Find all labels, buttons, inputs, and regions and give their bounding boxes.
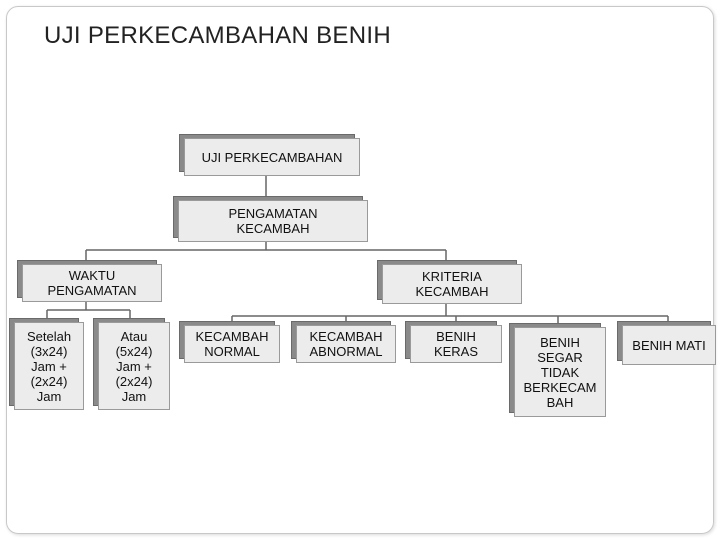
node-setelah: Setelah (3x24) Jam + (2x24) Jam <box>14 322 84 410</box>
node-label: WAKTU PENGAMATAN <box>47 268 137 298</box>
node-atau: Atau (5x24) Jam + (2x24) Jam <box>98 322 170 410</box>
node-kriteria-kecambah: KRITERIA KECAMBAH <box>382 264 522 304</box>
slide-frame <box>6 6 714 534</box>
node-label: BENIH SEGAR TIDAK BERKECAM BAH <box>523 334 597 410</box>
node-label: Atau (5x24) Jam + (2x24) Jam <box>115 328 153 404</box>
node-benih-mati: BENIH MATI <box>622 325 716 365</box>
node-benih-keras: BENIH KERAS <box>410 325 502 363</box>
node-label: BENIH MATI <box>632 337 706 353</box>
node-waktu-pengamatan: WAKTU PENGAMATAN <box>22 264 162 302</box>
node-label: BENIH KERAS <box>433 329 479 359</box>
node-kecambah-normal: KECAMBAH NORMAL <box>184 325 280 363</box>
node-label: KRITERIA KECAMBAH <box>415 269 489 299</box>
node-kecambah-abnormal: KECAMBAH ABNORMAL <box>296 325 396 363</box>
node-benih-segar-tidak-berkecambah: BENIH SEGAR TIDAK BERKECAM BAH <box>514 327 606 417</box>
node-label: KECAMBAH ABNORMAL <box>309 329 383 359</box>
node-pengamatan-kecambah: PENGAMATAN KECAMBAH <box>178 200 368 242</box>
node-label: PENGAMATAN KECAMBAH <box>228 206 318 236</box>
node-label: Setelah (3x24) Jam + (2x24) Jam <box>26 328 72 404</box>
page-title: UJI PERKECAMBAHAN BENIH <box>44 22 391 49</box>
node-label: UJI PERKECAMBAHAN <box>201 149 343 165</box>
node-uji-perkecambahan: UJI PERKECAMBAHAN <box>184 138 360 176</box>
node-label: KECAMBAH NORMAL <box>195 329 269 359</box>
